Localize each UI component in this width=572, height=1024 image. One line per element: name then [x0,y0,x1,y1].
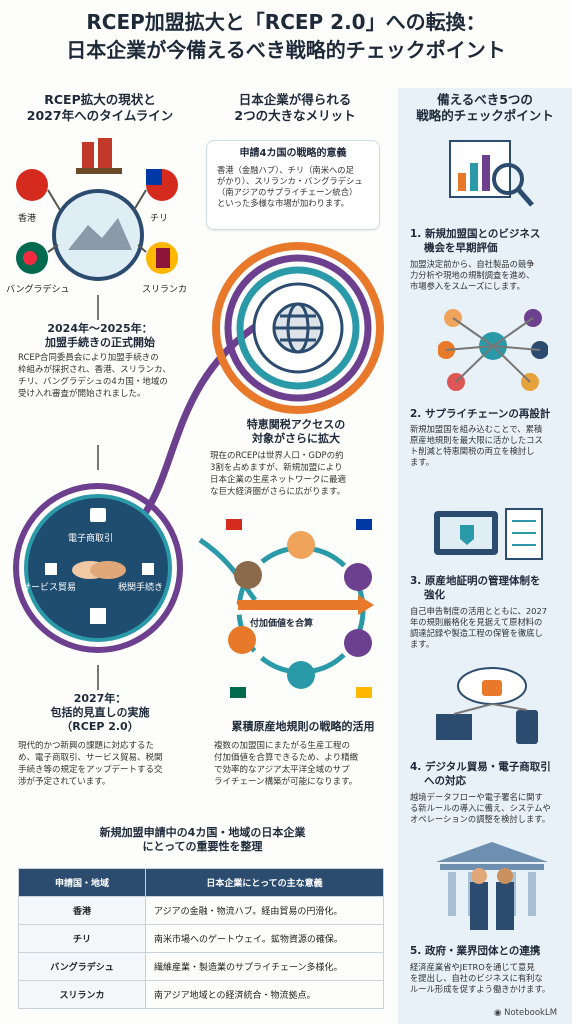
factory-icon [287,531,315,559]
table-cell-region: チリ [18,924,146,953]
flag-label-bangladesh: バングラデシュ [6,285,70,295]
checkpoint-3-body: 自己申告制度の活用とともに、2027 年の規則厳格化を見据えて原材料の 調達記録… [410,606,548,649]
flags-globe-cluster [16,138,178,281]
checkpoint-3-title: 3. 原産地証明の管理体制を 強化 [410,575,541,601]
checkpoint-5-title: 5. 政府・業界団体との連携 [410,945,541,957]
bubble-body: 香港（金融ハブ）、チリ（南米への足 がかり）、スリランカ・バングラデシュ （南ア… [217,165,363,208]
column-header-significance: 日本企業にとっての主な意義 [145,868,384,897]
table-row: スリランカ 南アジア地域との経済統合・物流拠点。 [18,980,384,1009]
table-header-row: 申請国・地域 日本企業にとっての主な意義 [18,868,384,897]
table-row: チリ 南米市場へのゲートウェイ。鉱物資源の確保。 [18,924,384,953]
hub-label-right: 税関手続き [118,583,164,593]
checkpoint-4-body: 越境データフローや電子署名に関す る新ルールの導入に備え、システムや オペレーシ… [410,792,551,824]
right-heading: 備えるべき5つの 戦略的チェックポイント [416,92,554,123]
flag-label-hongkong: 香港 [18,214,37,224]
checkpoint-2-body: 新規加盟国を組み込むことで、累積 原産地規則を最大限に活かしたコス ト削減と特恵… [410,424,543,467]
table-heading: 新規加盟申請中の4カ国・地域の日本企業 にとっての重要性を整理 [99,826,306,853]
lock-icon [90,508,106,522]
merit2-body: 複数の加盟国にまたがる生産工程の 付加価値を合算できるため、より精緻 で効率的な… [214,741,359,787]
chart-magnifier-icon [449,140,534,207]
document-icon [45,563,57,575]
page-title: RCEP加盟拡大と「RCEP 2.0」への転換： 日本企業が今備えるべき戦略的チ… [66,10,506,62]
merit1-title: 特恵関税アクセスの 対象がさらに拡大 [246,418,346,445]
flag-label-srilanka: スリランカ [142,285,188,295]
strategic-significance-bubble: 申請4カ国の戦略的意義 香港（金融ハブ）、チリ（南米への足 がかり）、スリランカ… [206,140,380,230]
gear-icon [228,626,256,654]
table-row: バングラデシュ 繊維産業・製造業のサプライチェーン多様化。 [18,952,384,981]
phase2-body: 現代的かつ新興の課題に対応するた め、電子商取引、サービス貿易、税関 手続き等の… [18,741,163,787]
notebooklm-watermark: ◉ NotebookLM [494,1008,558,1018]
middle-heading: 日本企業が得られる 2つの大きなメリット [234,92,356,123]
flag-label-chile: チリ [150,214,169,224]
table-cell-significance: 繊維産業・製造業のサプライチェーン多様化。 [145,952,384,981]
checkpoint-2-title: 2. サプライチェーンの再設計 [410,408,551,420]
value-add-cycle [226,519,374,698]
handshake-icon [72,561,126,579]
cloud-lock-icon [436,667,538,744]
chile-flag-icon [356,519,372,530]
hub-label-top: 電子商取引 [68,534,114,544]
rcep-hub-circle [13,483,183,653]
bubble-title: 申請4カ国の戦略的意義 [239,148,347,159]
table-cell-region: 香港 [18,896,146,925]
phase1-body: RCEP合同委員会により加盟手続きの 枠組みが採択され、香港、スリランカ、 チリ… [18,353,171,399]
hub-label-left: サービス貿易 [22,583,77,593]
phase1-title: 2024年～2025年： 加盟手続きの正式開始 [45,322,155,349]
phase2-title: 2027年： 包括的見直しの実施 （RCEP 2.0） [50,692,150,733]
timeline-connector [97,295,269,690]
table-cell-region: バングラデシュ [18,952,146,981]
supply-network-icon [438,309,548,391]
table-cell-significance: 南米市場へのゲートウェイ。鉱物資源の確保。 [145,924,384,953]
checkpoint-4-title: 4. デジタル貿易・電子商取引 への対応 [410,761,551,787]
table-cell-region: スリランカ [18,980,146,1009]
robot-arm-icon [344,629,372,657]
notebooklm-logo-icon: ◉ [494,1008,502,1018]
left-heading: RCEP拡大の現状と 2027年へのタイムライン [26,92,174,123]
certificate-monitor-icon [434,508,543,560]
table-cell-significance: 南アジア地域との経済統合・物流拠点。 [145,980,384,1009]
shield-icon [142,563,154,575]
cycle-label: 付加価値を合算 [250,619,314,629]
merit2-title: 累積原産地規則の戦略的活用 [231,720,375,733]
merit1-body: 現在のRCEPは世界人口・GDPの約 3割を占めますが、新規加盟により 日本企業… [210,451,347,497]
government-handshake-icon [436,842,548,930]
checkpoint-5-body: 経済産業省やJETROを通じて意見 を提出し、自社のビジネスに有利な ルール形成… [410,962,551,994]
magnifier-icon [90,608,106,624]
column-header-region: 申請国・地域 [18,868,146,897]
checkpoint-1-title: 1. 新規加盟国とのビジネス 機会を早期評価 [410,228,541,254]
globe-icon [287,661,315,689]
table-cell-significance: アジアの金融・物流ハブ。経由貿易の円滑化。 [145,896,384,925]
truck-icon [344,563,372,591]
globe-rings [212,242,384,414]
junk-ship-icon [76,138,122,174]
significance-table: 申請国・地域 日本企業にとっての主な意義 香港 アジアの金融・物流ハブ。経由貿易… [18,868,384,1009]
hongkong-flag-icon [226,519,242,530]
srilanka-flag-icon [356,687,372,698]
table-row: 香港 アジアの金融・物流ハブ。経由貿易の円滑化。 [18,896,384,925]
checkpoint-1-body: 加盟決定前から、自社製品の競争 力分析や現地の規制調査を進め、 市場参入をスムー… [410,259,535,291]
bangladesh-flag-icon [230,687,246,698]
globe-icon [272,302,324,354]
logs-icon [234,561,262,589]
